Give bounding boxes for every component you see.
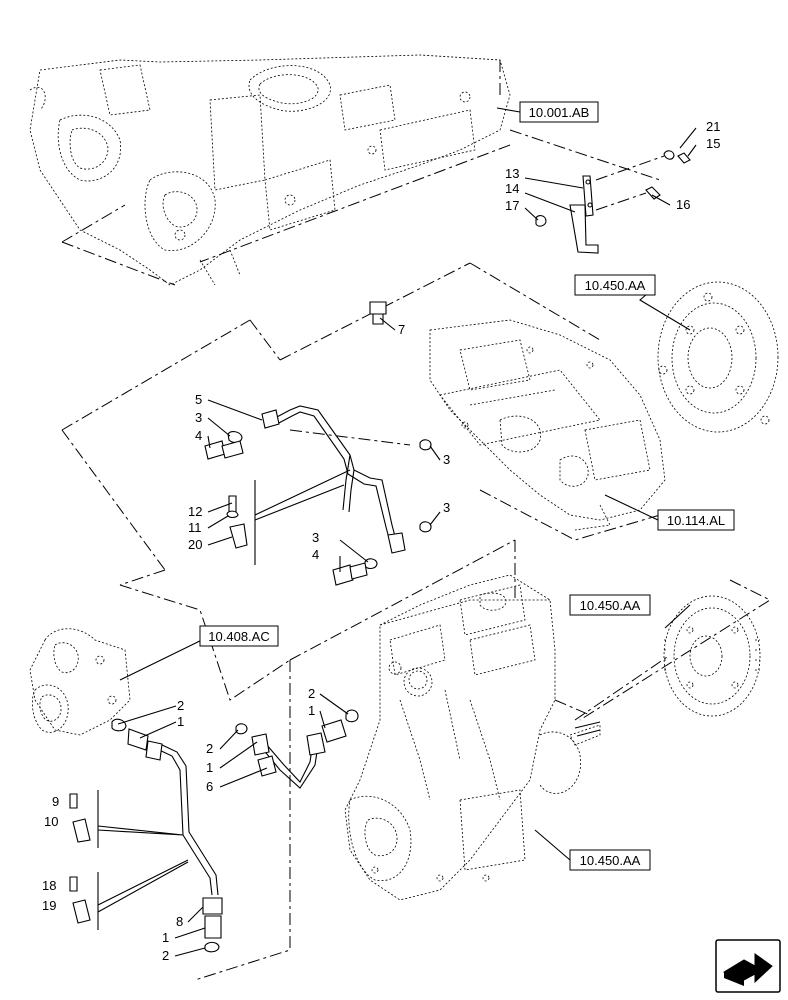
next-page-arrow-icon[interactable] bbox=[715, 939, 781, 993]
ref-label-10-450-aa-mid[interactable]: 10.450.AA bbox=[569, 594, 651, 616]
upper-pipe-assembly bbox=[204, 405, 432, 586]
svg-text:10.450.AA: 10.450.AA bbox=[580, 598, 641, 613]
callout-2c: 2 bbox=[308, 686, 315, 701]
callout-1d: 1 bbox=[162, 930, 169, 945]
callout-3a: 3 bbox=[195, 410, 202, 425]
callout-10: 10 bbox=[44, 814, 58, 829]
callout-12: 12 bbox=[188, 504, 202, 519]
frame-line bbox=[479, 489, 661, 541]
frame-line bbox=[509, 129, 661, 181]
air-compressor-drawing bbox=[344, 574, 601, 901]
housing-drawing-408 bbox=[29, 628, 131, 736]
drive-gear-drawing bbox=[663, 595, 761, 717]
callout-8: 8 bbox=[176, 914, 183, 929]
ref-label-10-408-ac[interactable]: 10.408.AC bbox=[199, 625, 279, 647]
frame-line bbox=[554, 699, 591, 716]
frame-line bbox=[119, 584, 291, 981]
svg-text:10.114.AL: 10.114.AL bbox=[667, 513, 725, 528]
svg-text:10.408.AC: 10.408.AC bbox=[208, 629, 269, 644]
callout-4b: 4 bbox=[312, 547, 319, 562]
callout-1c: 1 bbox=[308, 703, 315, 718]
plug-part-7 bbox=[369, 301, 396, 331]
callout-19: 19 bbox=[42, 898, 56, 913]
ref-label-10-450-aa-bottom[interactable]: 10.450.AA bbox=[569, 849, 651, 871]
callout-numbers: 21 15 13 14 17 16 7 5 3 4 3 3 12 11 20 3… bbox=[42, 119, 720, 963]
frame-line bbox=[61, 144, 511, 286]
frame-line bbox=[289, 539, 772, 721]
timing-housing-drawing bbox=[429, 319, 666, 531]
frame-line bbox=[289, 429, 411, 446]
ref-label-10-450-aa-top[interactable]: 10.450.AA bbox=[574, 274, 656, 296]
callout-6: 6 bbox=[206, 779, 213, 794]
svg-text:10.001.AB: 10.001.AB bbox=[529, 105, 590, 120]
callout-3b: 3 bbox=[443, 452, 450, 467]
svg-text:10.450.AA: 10.450.AA bbox=[585, 278, 646, 293]
callout-14: 14 bbox=[505, 181, 519, 196]
callout-2b: 2 bbox=[206, 741, 213, 756]
frame-line bbox=[574, 654, 671, 721]
callout-2d: 2 bbox=[162, 948, 169, 963]
callout-3d: 3 bbox=[312, 530, 319, 545]
callout-2a: 2 bbox=[177, 698, 184, 713]
callout-21: 21 bbox=[706, 119, 720, 134]
callout-11: 11 bbox=[188, 520, 202, 535]
callout-5: 5 bbox=[195, 392, 202, 407]
callout-20: 20 bbox=[188, 537, 202, 552]
callout-leaders bbox=[117, 107, 697, 957]
drive-flange-drawing bbox=[657, 281, 779, 433]
callout-3c: 3 bbox=[443, 500, 450, 515]
bracket-assembly bbox=[535, 150, 691, 254]
callout-4a: 4 bbox=[195, 428, 202, 443]
callout-18: 18 bbox=[42, 878, 56, 893]
svg-text:10.450.AA: 10.450.AA bbox=[580, 853, 641, 868]
callout-13: 13 bbox=[505, 166, 519, 181]
ref-label-10-114-al[interactable]: 10.114.AL bbox=[657, 509, 735, 531]
callout-16: 16 bbox=[676, 197, 690, 212]
frame-line bbox=[61, 429, 166, 586]
frame-line bbox=[61, 262, 601, 431]
callout-1a: 1 bbox=[177, 714, 184, 729]
callout-15: 15 bbox=[706, 136, 720, 151]
callout-7: 7 bbox=[398, 322, 405, 337]
engine-block-drawing bbox=[29, 54, 511, 286]
callout-9: 9 bbox=[52, 794, 59, 809]
callout-17: 17 bbox=[505, 198, 519, 213]
lower-pipe-assembly bbox=[69, 709, 359, 953]
callout-1b: 1 bbox=[206, 760, 213, 775]
ref-label-10-001-ab[interactable]: 10.001.AB bbox=[519, 101, 599, 123]
